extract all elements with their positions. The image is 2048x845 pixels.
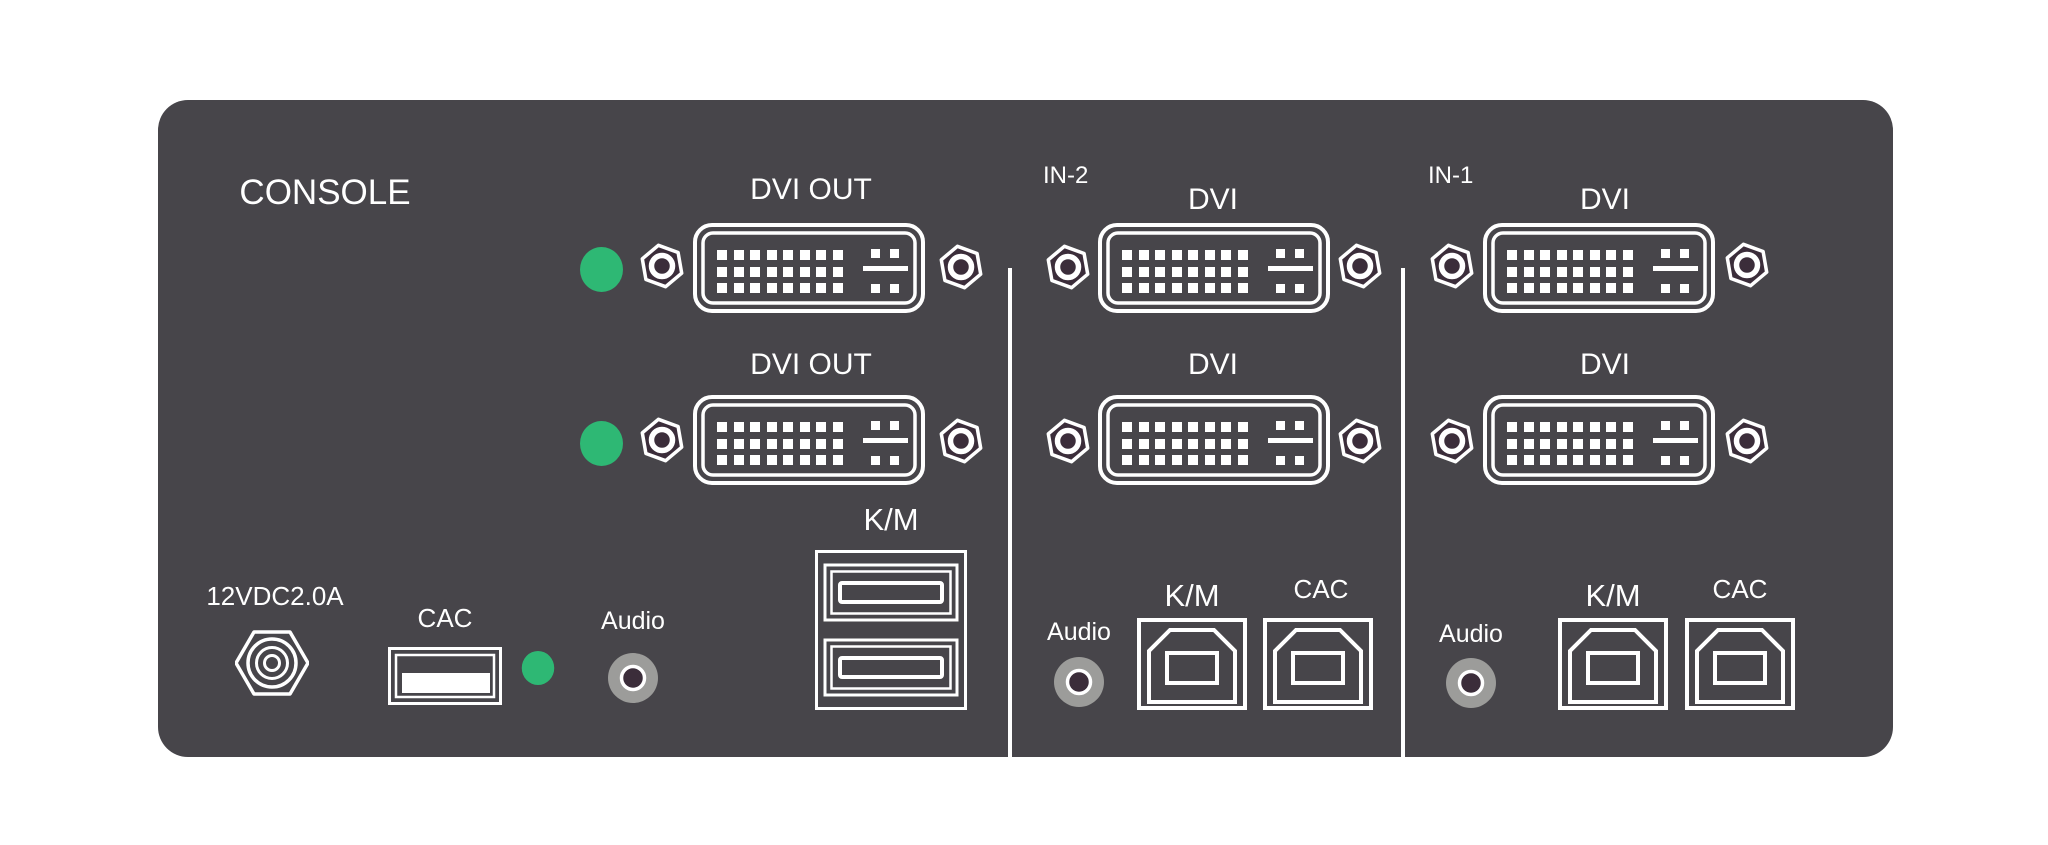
in2-km-label: K/M bbox=[1164, 578, 1220, 613]
section-divider-console-in2 bbox=[1008, 268, 1012, 814]
in1-cac-label: CAC bbox=[1712, 574, 1768, 604]
dvi-out-1-label: DVI OUT bbox=[750, 173, 872, 206]
power-label: 12VDC2.0A bbox=[206, 581, 344, 611]
usb-b-port-icon-in1-km bbox=[1558, 618, 1668, 710]
in2-audio-label: Audio bbox=[1047, 618, 1111, 646]
in1-dvi-1-label: DVI bbox=[1579, 183, 1631, 216]
console-cac-label: CAC bbox=[417, 603, 473, 633]
console-audio-label: Audio bbox=[601, 607, 665, 635]
device-back-panel: CONSOLE DVI OUT DVI OUT K/M 12VDC2.0A CA… bbox=[158, 100, 1893, 814]
dvi-out-2-label: DVI OUT bbox=[750, 348, 872, 381]
console-title: CONSOLE bbox=[239, 173, 411, 212]
in2-dvi-1-label: DVI bbox=[1187, 183, 1239, 216]
screw-nut-icon bbox=[1429, 418, 1475, 464]
in1-km-label: K/M bbox=[1585, 578, 1641, 613]
audio-jack-icon-in1 bbox=[1445, 657, 1497, 709]
in2-title: IN-2 bbox=[1043, 162, 1089, 189]
section-divider-in2-in1 bbox=[1401, 268, 1405, 814]
usb-b-port-icon-in1-cac bbox=[1685, 618, 1795, 710]
console-section: CONSOLE DVI OUT DVI OUT K/M 12VDC2.0A CA… bbox=[158, 100, 1893, 757]
in2-dvi-2-label: DVI bbox=[1187, 348, 1239, 381]
screw-nut-icon bbox=[1724, 242, 1770, 288]
dvi-connector-icon-in1-2 bbox=[1483, 395, 1715, 485]
screw-nut-icon bbox=[1429, 243, 1475, 289]
in1-title: IN-1 bbox=[1428, 162, 1474, 189]
console-km-label: K/M bbox=[863, 502, 919, 537]
in1-dvi-2-label: DVI bbox=[1579, 348, 1631, 381]
in1-section: IN-1 DVI DVI Audio K/M CAC bbox=[158, 100, 1893, 757]
in1-audio-label: Audio bbox=[1439, 620, 1503, 648]
in2-cac-label: CAC bbox=[1293, 574, 1349, 604]
dvi-connector-icon-in1-1 bbox=[1483, 223, 1715, 313]
in2-section: IN-2 DVI DVI Audio K/M CAC bbox=[158, 100, 1893, 757]
screw-nut-icon bbox=[1724, 418, 1770, 464]
